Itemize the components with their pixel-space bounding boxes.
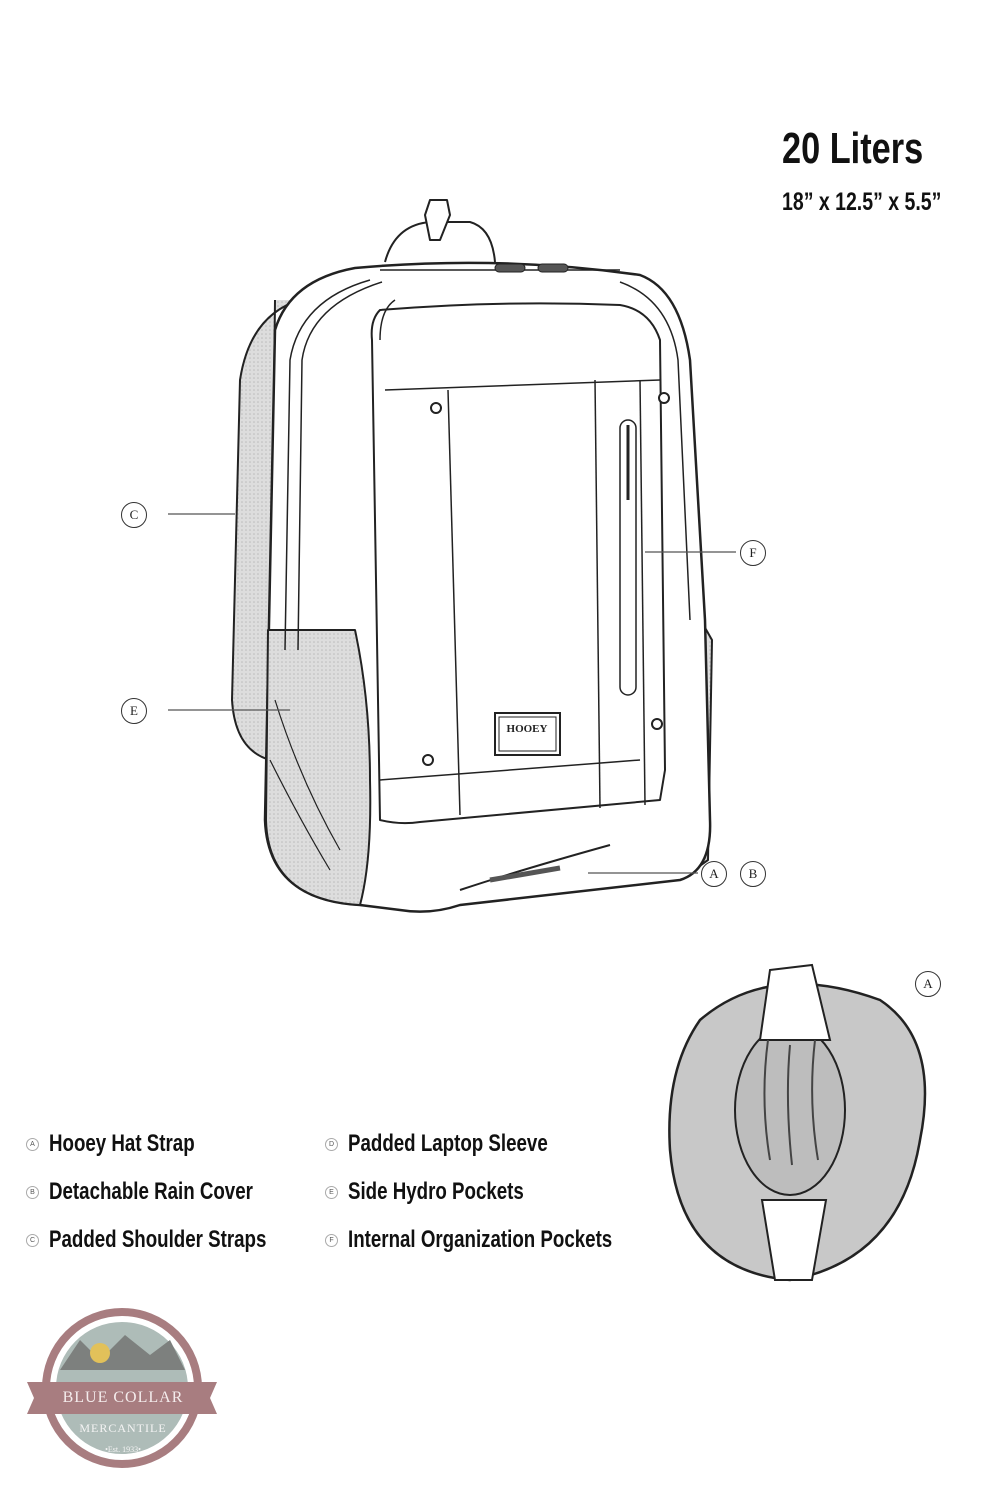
logo-text-mercantile: MERCANTILE <box>79 1421 167 1435</box>
logo-text-blue-collar: BLUE COLLAR <box>62 1389 184 1406</box>
legend-label: Detachable Rain Cover <box>49 1178 253 1205</box>
legend-key: B <box>26 1185 39 1199</box>
legend-key: E <box>325 1185 338 1199</box>
legend-item-c: C Padded Shoulder Straps <box>26 1226 328 1254</box>
legend-key: C <box>26 1233 39 1247</box>
legend-item-d: D Padded Laptop Sleeve <box>325 1130 604 1158</box>
legend-label: Internal Organization Pockets <box>348 1226 613 1253</box>
legend-item-a: A Hooey Hat Strap <box>26 1130 236 1158</box>
callout-hat-a: A <box>915 971 941 997</box>
patch-text: HOOEY <box>507 723 548 735</box>
hat-strap-diagram <box>668 963 927 1282</box>
capacity-title: 20 Liters <box>782 124 924 173</box>
callout-b: B <box>740 861 766 887</box>
callout-f: F <box>740 540 766 566</box>
legend-item-e: E Side Hydro Pockets <box>325 1178 573 1206</box>
legend-key: F <box>325 1233 338 1247</box>
legend-item-f: F Internal Organization Pockets <box>325 1226 687 1254</box>
legend-label: Padded Laptop Sleeve <box>348 1130 548 1157</box>
legend-key: A <box>26 1137 39 1151</box>
legend-label: Hooey Hat Strap <box>49 1130 195 1157</box>
blue-collar-mercantile-logo <box>27 1308 217 1468</box>
logo-text-est: •Est. 1933• <box>105 1445 141 1454</box>
legend-label: Padded Shoulder Straps <box>49 1226 267 1253</box>
legend-label: Side Hydro Pockets <box>348 1178 524 1205</box>
callout-c: C <box>121 502 147 528</box>
callout-a: A <box>701 861 727 887</box>
callout-e: E <box>121 698 147 724</box>
hooey-patch <box>494 712 561 756</box>
dimensions-text: 18” x 12.5” x 5.5” <box>782 188 942 216</box>
shoulder-strap <box>231 299 301 761</box>
legend-item-b: B Detachable Rain Cover <box>26 1178 310 1206</box>
legend-key: D <box>325 1137 338 1151</box>
